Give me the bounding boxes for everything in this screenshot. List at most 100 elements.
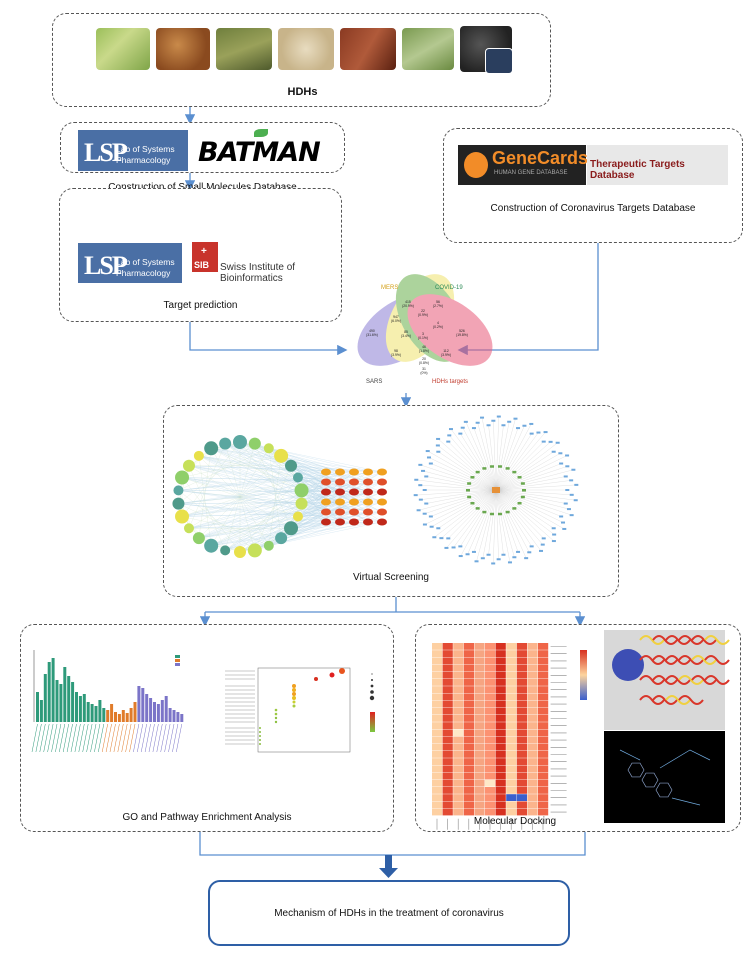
network-edge [427, 450, 497, 491]
heatmap-cell [432, 801, 443, 809]
compound-node [247, 543, 262, 558]
dotplot-frame [257, 667, 351, 753]
heatmap-cell [453, 772, 464, 780]
helix-segment [665, 695, 691, 705]
heatmap-cell [463, 751, 474, 758]
compound-node [248, 437, 261, 450]
enrichment-dot [339, 668, 345, 674]
venn-region-value: 98(3.9%) [391, 349, 401, 357]
ligand-ring [627, 762, 645, 778]
outer-node [501, 424, 506, 427]
heatmap-cell [495, 657, 506, 665]
enrichment-dot [274, 716, 278, 720]
network-edge [495, 432, 546, 491]
network-edge [495, 489, 569, 510]
venn-hdhs [407, 294, 493, 366]
outer-node [460, 426, 465, 429]
outer-node [491, 562, 496, 565]
outer-node [507, 561, 512, 564]
go-tick [172, 723, 179, 753]
outer-node [471, 550, 476, 553]
outer-node [436, 527, 441, 530]
heatmap-cell [442, 794, 453, 801]
heatmap-cell [474, 787, 485, 794]
heatmap-cell [453, 679, 464, 686]
heatmap-cell [506, 765, 517, 773]
network-edge [268, 448, 299, 478]
outer-node [416, 509, 421, 512]
network-edge [420, 489, 497, 500]
helix-segment [665, 675, 691, 685]
heatmap-cell [474, 794, 485, 801]
network-edge [254, 511, 383, 551]
inner-node [482, 467, 487, 470]
mechanism-box: Mechanism of HDHs in the treatment of co… [208, 880, 570, 946]
network-edge [481, 417, 497, 491]
herb-image-6 [402, 28, 454, 70]
target-node [349, 478, 359, 486]
outer-node [543, 431, 548, 434]
heatmap-cell [527, 801, 538, 809]
outer-node [486, 424, 491, 427]
batman-text: BATMAN [198, 137, 321, 168]
heatmap-cell [463, 664, 474, 672]
network-edge [495, 489, 566, 504]
heatmap-cell [442, 765, 453, 773]
network-edge [188, 465, 383, 493]
go-tick [160, 723, 167, 753]
go-bar [47, 662, 51, 722]
enrichment-dot [292, 688, 296, 692]
network-edge [198, 441, 241, 456]
outer-node [436, 450, 441, 453]
heatmap-cell [538, 707, 549, 715]
heatmap-cell [463, 787, 474, 794]
go-bar [156, 704, 160, 722]
heatmap-cell [527, 686, 538, 693]
compound-node [192, 532, 205, 545]
heatmap-cell [453, 707, 464, 715]
network-edge [188, 528, 226, 551]
venn-region-value: 415(20.9%) [402, 300, 414, 308]
heatmap-cell [516, 700, 527, 708]
outer-node [541, 537, 546, 540]
lsp-mark-2: LSP [84, 251, 128, 280]
heatmap-cell [453, 686, 464, 693]
heatmap-cell [474, 715, 485, 722]
network-edge [495, 489, 543, 545]
network-edge [181, 477, 241, 553]
target-node [349, 468, 359, 476]
heatmap-cell [516, 801, 527, 809]
venn-region-value: 490(31.6%) [366, 329, 378, 337]
outer-node [425, 450, 430, 453]
compound-node [292, 472, 303, 483]
go-bar [110, 704, 114, 722]
heatmap-cell [506, 715, 517, 722]
heatmap-cell [538, 751, 549, 758]
target-prediction-label: Target prediction [163, 300, 238, 311]
helix-segment [691, 635, 717, 645]
heatmap-cell [485, 787, 496, 794]
heatmap-cell [432, 693, 443, 701]
heatmap-cell [527, 722, 538, 729]
outer-node [435, 444, 440, 447]
heatmap-cell [527, 664, 538, 672]
heatmap-cell [432, 657, 443, 665]
outer-node [446, 537, 451, 540]
heatmap-cell [506, 679, 517, 686]
heatmap-cell [516, 707, 527, 715]
heatmap-cell [506, 693, 517, 701]
heatmap-cell [506, 808, 517, 816]
network-edge [438, 451, 497, 491]
helix-segment [639, 695, 665, 705]
go-bar [67, 676, 71, 722]
heatmap-cell [516, 722, 527, 729]
inner-node [482, 510, 487, 514]
inner-node [517, 501, 522, 505]
dotplot-colorbar [370, 712, 375, 732]
heatmap-cell [474, 664, 485, 672]
heatmap-cell [506, 772, 517, 780]
helix-segment [639, 655, 665, 665]
heatmap-cell [453, 765, 464, 773]
outer-node [446, 440, 451, 443]
heatmap-cell [442, 808, 453, 816]
